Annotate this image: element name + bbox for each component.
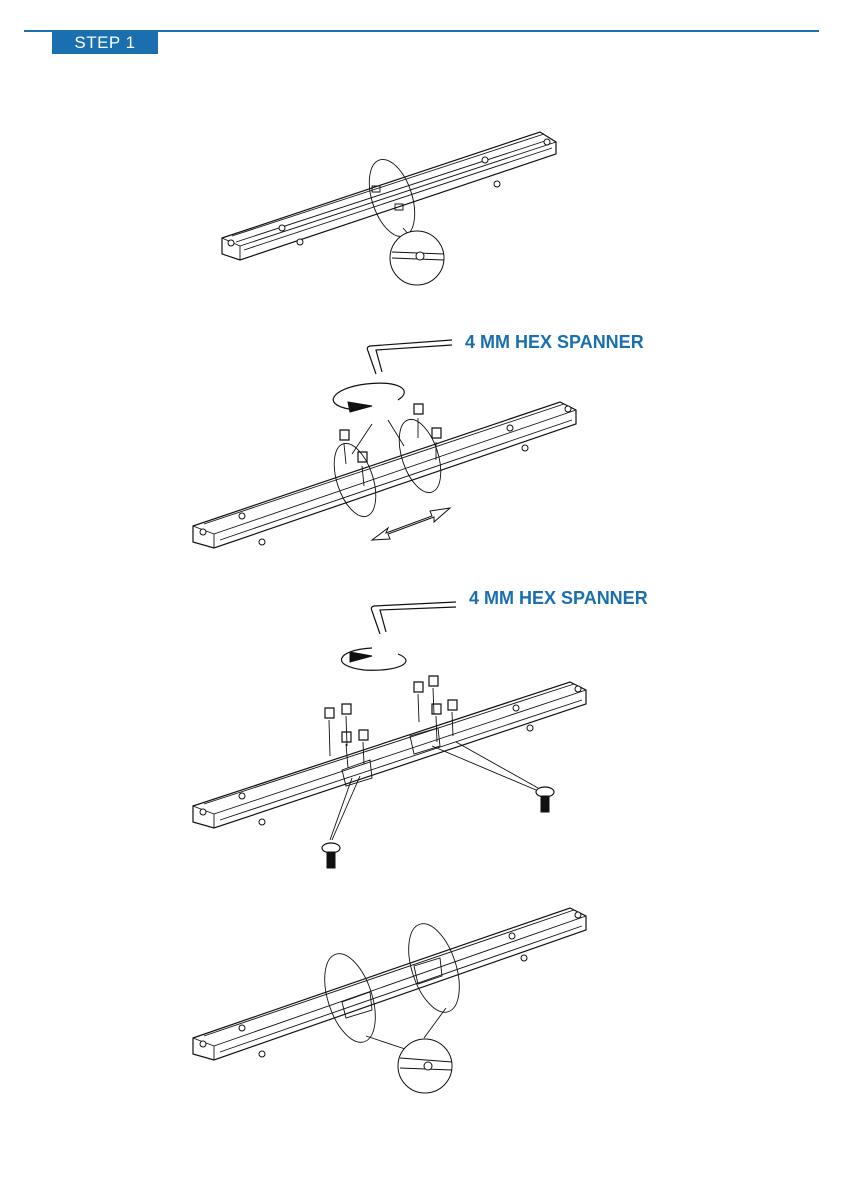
step-badge: STEP 1 bbox=[52, 31, 158, 54]
hex-key-icon bbox=[367, 340, 452, 374]
frame-icon bbox=[193, 908, 586, 1060]
rotate-arrow-icon bbox=[341, 648, 405, 670]
screw-icon bbox=[325, 676, 457, 742]
zoom-callout-icon bbox=[398, 1039, 452, 1093]
frame-extended-illustration bbox=[0, 900, 843, 1110]
frame-icon bbox=[193, 402, 576, 548]
zoom-region-icon bbox=[399, 917, 469, 1018]
zoom-callout-icon bbox=[390, 231, 444, 285]
frame-closed-illustration bbox=[0, 128, 843, 298]
loosen-screws-illustration bbox=[0, 336, 843, 576]
frame-icon bbox=[222, 132, 556, 260]
screw-icon bbox=[322, 787, 554, 868]
rotate-arrow-icon bbox=[333, 383, 404, 412]
hex-key-icon bbox=[371, 602, 456, 634]
fasten-screws-illustration bbox=[0, 596, 843, 876]
extend-arrow-icon bbox=[372, 508, 450, 540]
frame-icon bbox=[193, 682, 586, 828]
screw-icon bbox=[340, 404, 441, 462]
